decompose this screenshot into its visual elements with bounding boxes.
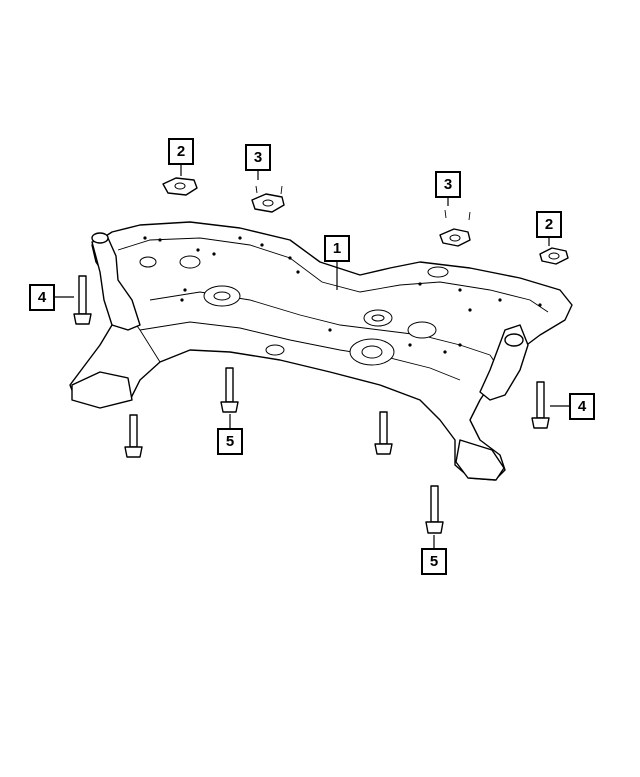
leader-lines (54, 165, 570, 548)
svg-text:4: 4 (578, 398, 587, 415)
isolator-right (439, 209, 471, 247)
mount-plate-left (162, 177, 198, 196)
svg-text:1: 1 (333, 240, 341, 257)
svg-text:3: 3 (254, 149, 262, 166)
bolt-4-right (531, 381, 550, 429)
callout-5-lower: 5 (421, 548, 447, 575)
callout-4-right: 4 (569, 393, 595, 420)
callout-5-left: 5 (217, 428, 243, 455)
svg-text:5: 5 (226, 433, 234, 450)
callout-1: 1 (324, 235, 350, 262)
svg-text:5: 5 (430, 553, 438, 570)
svg-text:2: 2 (177, 143, 185, 160)
svg-text:3: 3 (444, 176, 452, 193)
callout-2-left: 2 (168, 138, 194, 165)
bolt-5-left-inner (220, 367, 239, 413)
callout-4-left: 4 (29, 284, 55, 311)
isolator-left (251, 185, 285, 213)
bolt-5-left-outer (124, 414, 143, 458)
svg-text:2: 2 (545, 216, 553, 233)
bolt-4-left (73, 275, 92, 325)
callout-3-right: 3 (435, 171, 461, 198)
bolt-5-lower (425, 485, 444, 534)
bolt-5-center (374, 411, 393, 455)
front-crossmember (69, 221, 573, 481)
callout-3-left: 3 (245, 144, 271, 171)
mount-plate-right (539, 247, 569, 265)
svg-text:4: 4 (38, 289, 47, 306)
callout-2-right: 2 (536, 211, 562, 238)
